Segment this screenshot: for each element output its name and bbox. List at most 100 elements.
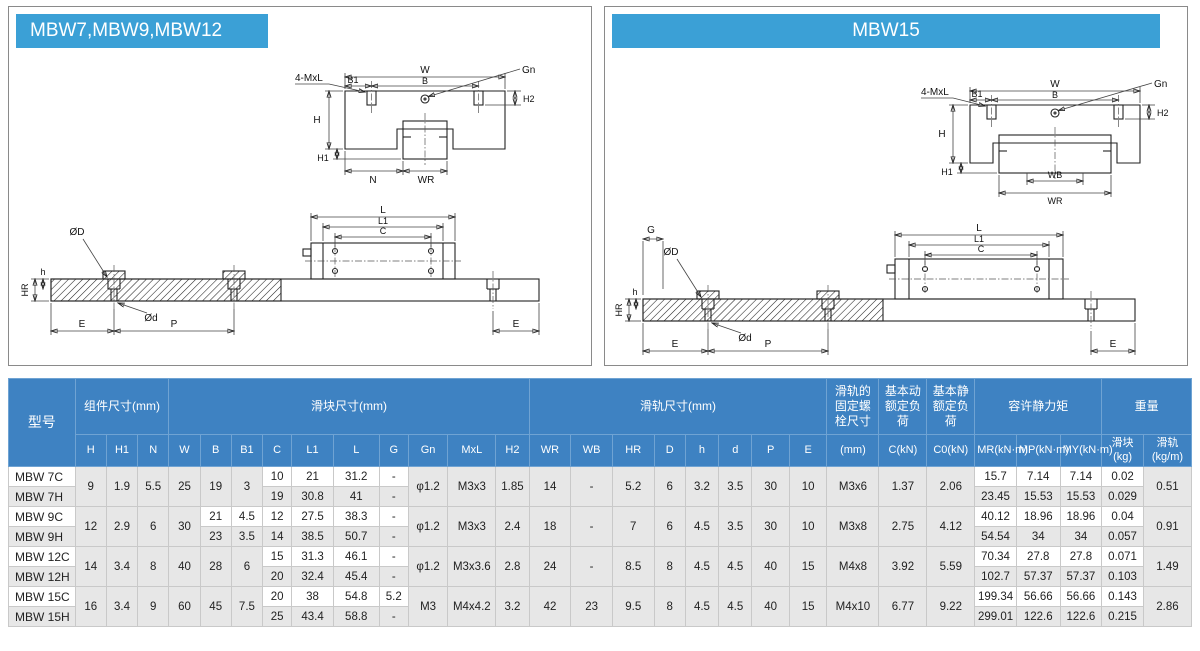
- spec-cell: 2.06: [926, 466, 976, 507]
- dim-label-p: P: [765, 339, 772, 350]
- spec-table: 型号组件尺寸(mm)滑块尺寸(mm)滑轨尺寸(mm)滑轨的固定螺栓尺寸基本动额定…: [8, 378, 1193, 627]
- dim-label-c: C: [978, 244, 985, 254]
- spec-cell: 57.37: [1059, 566, 1103, 587]
- column-header: H2: [495, 434, 530, 467]
- spec-cell: 38: [291, 586, 334, 607]
- spec-cell: 3.4: [105, 586, 139, 627]
- spec-cell: M3x3.6: [447, 546, 497, 587]
- column-header: MxL: [447, 434, 497, 467]
- spec-cell: 0.02: [1101, 466, 1144, 487]
- spec-cell: 5.5: [137, 466, 170, 507]
- spec-cell: 0.51: [1142, 466, 1193, 507]
- cross-section-view: W B B1 Gn 4-MxL H H1: [921, 79, 1169, 206]
- spec-cell: 30: [751, 506, 790, 547]
- dim-label-wr: WR: [1048, 196, 1063, 206]
- spec-cell: φ1.2: [407, 506, 449, 547]
- spec-cell: 122.6: [1015, 606, 1061, 627]
- spec-cell: 27.8: [1059, 546, 1103, 567]
- column-header: P: [751, 434, 790, 467]
- spec-cell: -: [378, 606, 409, 627]
- column-header: Gn: [407, 434, 449, 467]
- spec-cell: 0.071: [1101, 546, 1144, 567]
- column-header: WB: [570, 434, 613, 467]
- dim-label-od-small: Ød: [738, 333, 751, 344]
- spec-cell: -: [378, 566, 409, 587]
- spec-cell: 3.5: [230, 526, 264, 547]
- dim-label-g: G: [647, 225, 655, 236]
- spec-cell: -: [378, 526, 409, 547]
- spec-cell: 10: [262, 466, 293, 487]
- model-cell: MBW 7H: [8, 486, 76, 507]
- dim-label-l1: L1: [378, 216, 388, 226]
- spec-cell: 4.5: [684, 546, 720, 587]
- column-header: MP(kN·m): [1015, 434, 1069, 467]
- spec-cell: 9: [74, 466, 107, 507]
- spec-cell: 122.6: [1059, 606, 1103, 627]
- spec-cell: 46.1: [332, 546, 380, 567]
- spec-cell: 41: [332, 486, 380, 507]
- column-header: h: [684, 434, 720, 467]
- spec-cell: 23: [570, 586, 613, 627]
- dim-label-c: C: [380, 226, 387, 236]
- column-header: L: [332, 434, 380, 467]
- spec-cell: 299.01: [974, 606, 1017, 627]
- dim-label-l: L: [976, 223, 982, 234]
- spec-cell: 10: [788, 466, 828, 507]
- spec-cell: 56.66: [1015, 586, 1061, 607]
- spec-cell: 3.4: [105, 546, 139, 587]
- spec-cell: 3.2: [495, 586, 530, 627]
- model-cell: MBW 12H: [8, 566, 76, 587]
- spec-cell: 18.96: [1059, 506, 1103, 527]
- dim-label-n: N: [369, 175, 376, 186]
- spec-cell: 54.54: [974, 526, 1017, 547]
- spec-cell: 3.92: [878, 546, 928, 587]
- panel-title-left: MBW7,MBW9,MBW12: [16, 14, 268, 48]
- side-view: G L L1 C ØD Ød: [614, 223, 1135, 355]
- spec-cell: 8.5: [611, 546, 655, 587]
- spec-cell: 40.12: [974, 506, 1017, 527]
- spec-cell: 40: [751, 586, 790, 627]
- column-header: N: [137, 434, 170, 467]
- spec-cell: 15: [788, 586, 828, 627]
- spec-cell: 4.5: [230, 506, 264, 527]
- spec-cell: 6: [137, 506, 170, 547]
- spec-cell: 27.5: [291, 506, 334, 527]
- spec-cell: 34: [1015, 526, 1061, 547]
- column-header: (mm): [826, 434, 880, 467]
- dim-label-e-right: E: [1110, 339, 1117, 350]
- spec-cell: -: [378, 466, 409, 487]
- spec-cell: 0.143: [1101, 586, 1144, 607]
- spec-cell: 1.9: [105, 466, 139, 507]
- column-header: E: [788, 434, 828, 467]
- spec-cell: 38.3: [332, 506, 380, 527]
- spec-cell: M3: [407, 586, 449, 627]
- spec-cell: 31.3: [291, 546, 334, 567]
- spec-cell: -: [378, 506, 409, 527]
- spec-cell: M4x8: [826, 546, 880, 587]
- dim-label-b: B: [1052, 90, 1058, 100]
- column-header: D: [653, 434, 686, 467]
- spec-cell: 57.37: [1015, 566, 1061, 587]
- spec-cell: 9.5: [611, 586, 655, 627]
- model-cell: MBW 9C: [8, 506, 76, 527]
- spec-cell: 15.53: [1015, 486, 1061, 507]
- cross-section-view: W B B1 Gn 4-MxL H H1: [295, 65, 535, 186]
- technical-drawing-mbw15: W B B1 Gn 4-MxL H H1: [614, 79, 1169, 355]
- spec-cell: 21: [291, 466, 334, 487]
- spec-cell: 28: [199, 546, 232, 587]
- spec-cell: 14: [262, 526, 293, 547]
- spec-cell: 18: [528, 506, 572, 547]
- spec-cell: 199.34: [974, 586, 1017, 607]
- spec-cell: 31.2: [332, 466, 380, 487]
- column-group-header: 滑轨尺寸(mm): [528, 378, 828, 435]
- column-group-header: 重量: [1101, 378, 1192, 435]
- spec-cell: 20: [262, 586, 293, 607]
- spec-cell: 50.7: [332, 526, 380, 547]
- dim-label-hr: HR: [614, 303, 624, 316]
- spec-cell: 2.9: [105, 506, 139, 547]
- dim-label-h1: H1: [941, 167, 953, 177]
- dim-label-w: W: [1050, 79, 1060, 90]
- spec-table-section: 型号组件尺寸(mm)滑块尺寸(mm)滑轨尺寸(mm)滑轨的固定螺栓尺寸基本动额定…: [8, 378, 1193, 627]
- spec-cell: 60: [168, 586, 201, 627]
- dim-label-l: L: [380, 205, 386, 216]
